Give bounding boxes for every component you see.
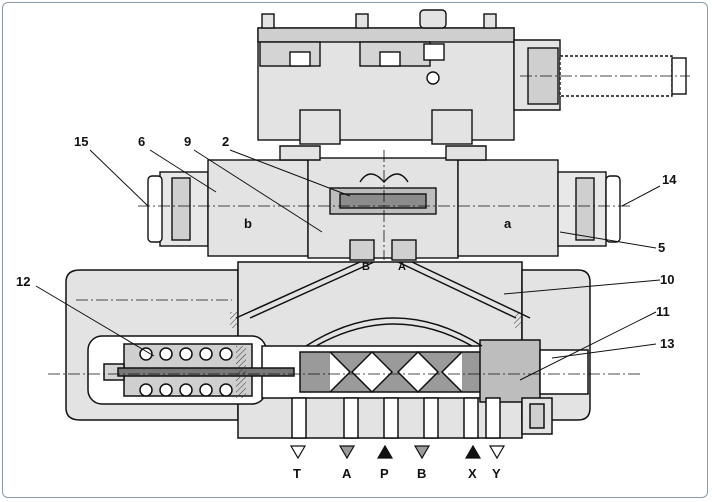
callout-13: 13 [660, 336, 674, 351]
callout-5: 5 [658, 240, 665, 255]
port-b-label: B [417, 466, 426, 481]
port-p-label: P [380, 466, 389, 481]
electronics-housing [257, 9, 687, 145]
solenoid-a-label: a [504, 216, 512, 231]
port-x-label: X [468, 466, 477, 481]
callout-2: 2 [222, 134, 229, 149]
port-labels: T A P B X Y [293, 466, 501, 481]
callout-9: 9 [184, 134, 191, 149]
solenoid-b-label: b [244, 216, 252, 231]
callout-14: 14 [662, 172, 677, 187]
pilot-port-a-label: A [398, 261, 406, 273]
triangle-up-filled-icon [464, 444, 482, 459]
callout-10: 10 [660, 272, 674, 287]
port-t-label: T [293, 466, 301, 481]
callout-12: 12 [16, 274, 30, 289]
centering-spring [103, 343, 295, 397]
callout-6: 6 [138, 134, 145, 149]
triangle-down-outline-icon [289, 445, 307, 460]
triangle-down-gray-icon [338, 445, 356, 460]
callout-11: 11 [656, 304, 670, 319]
triangle-up-filled-icon [376, 444, 394, 459]
centre-lines [48, 75, 690, 375]
main-valve-body [65, 261, 591, 439]
port-y-label: Y [492, 466, 501, 481]
port-a-label: A [342, 466, 352, 481]
pilot-valve [147, 145, 621, 261]
callout-15: 15 [74, 134, 88, 149]
triangle-down-gray-icon [413, 445, 431, 460]
port-symbols [289, 444, 506, 460]
pilot-port-b-label: B [362, 261, 370, 273]
callout-leaders [35, 149, 661, 381]
triangle-down-outline-icon [488, 445, 506, 460]
main-spool [299, 350, 501, 394]
callout-labels: 15 6 9 2 14 5 10 11 13 12 [16, 134, 677, 351]
